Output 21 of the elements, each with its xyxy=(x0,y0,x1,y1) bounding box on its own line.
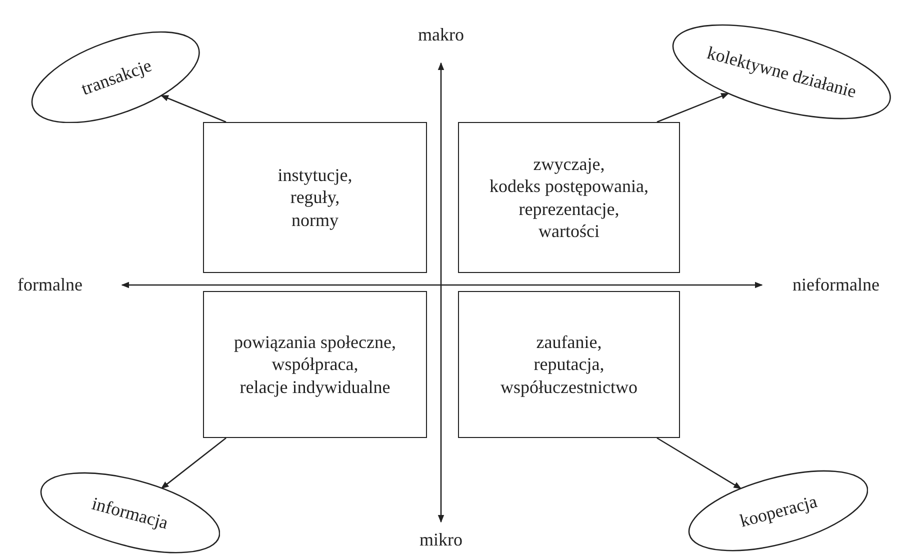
axis-label: mikro xyxy=(420,530,462,550)
text-box xyxy=(458,291,680,438)
arrow xyxy=(656,92,730,123)
node-text: zaufanie, reputacja, współuczestnictwo xyxy=(500,330,638,398)
arrow xyxy=(160,437,226,489)
arrow xyxy=(656,437,742,490)
node-text: instytucje, reguły, normy xyxy=(278,164,352,232)
axis-label: nieformalne xyxy=(792,274,880,296)
ellipse-node xyxy=(672,24,892,120)
ellipse-node xyxy=(40,472,220,554)
node-text: zwyczaje, kodeks postępowania, reprezentacje, wartości xyxy=(490,152,648,242)
node-text: powiązania społeczne, współpraca, relacje indywidualne xyxy=(234,330,396,398)
axis-label: makro xyxy=(418,24,464,46)
arrow xyxy=(160,94,226,123)
text-box xyxy=(203,122,427,273)
ellipse-node xyxy=(31,30,201,124)
node-text: kooperacja xyxy=(736,490,820,532)
text-box xyxy=(458,122,680,273)
axis-label: formalne xyxy=(18,274,82,296)
ellipse-node xyxy=(688,470,868,552)
text-box xyxy=(203,291,427,438)
